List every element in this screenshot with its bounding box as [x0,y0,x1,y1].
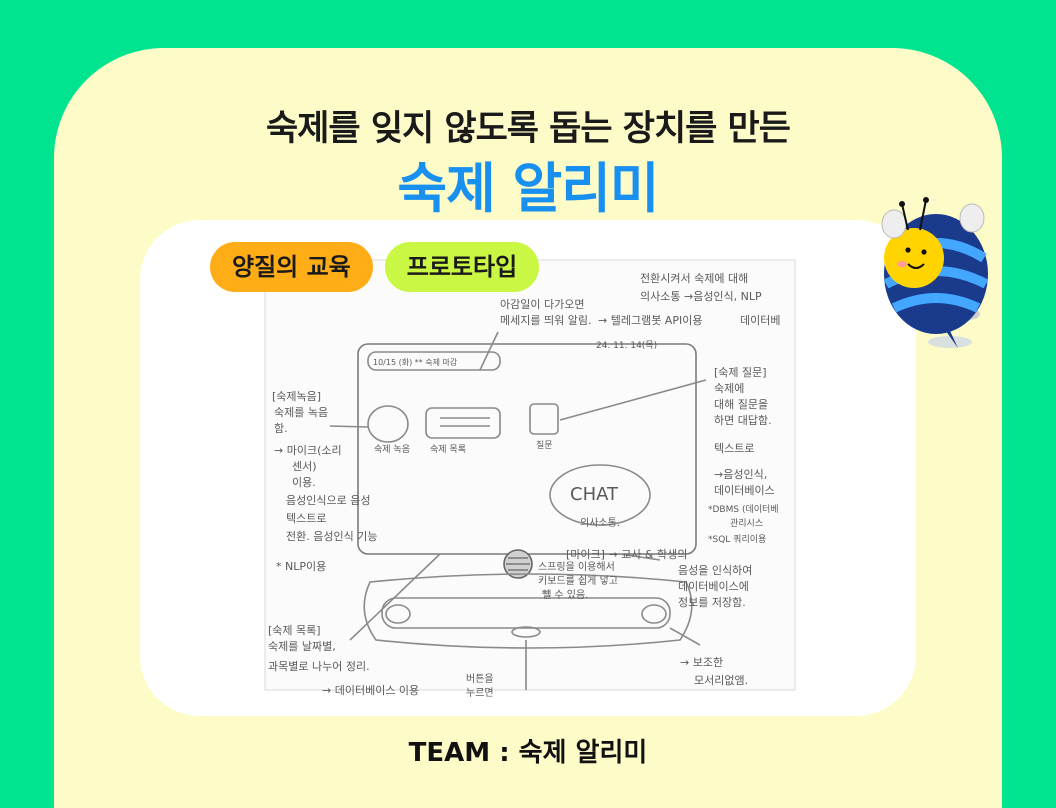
svg-text:숙제 녹음: 숙제 녹음 [374,444,410,455]
svg-text:전환시켜서 숙제에 대해: 전환시켜서 숙제에 대해 [640,271,748,285]
sketch-panel: 아감일이 다가오면 메세지를 띄워 알림. → 텔레그램봇 API이용 데이터베… [140,220,916,716]
svg-text:→ 마이크(소리: → 마이크(소리 [274,444,342,457]
svg-text:데이터베이스에: 데이터베이스에 [678,580,749,593]
svg-text:10/15 (화) ** 숙제 마감: 10/15 (화) ** 숙제 마감 [373,357,458,367]
svg-text:숙제에: 숙제에 [714,382,744,395]
svg-text:숙제를 녹음: 숙제를 녹음 [274,406,328,419]
svg-text:→음성인식,: →음성인식, [714,468,767,481]
svg-text:데이터베이스: 데이터베이스 [714,484,775,497]
svg-text:함.: 함. [274,422,288,435]
svg-text:* NLP이용: * NLP이용 [276,560,326,573]
page-title: 숙제 알리미 [397,157,659,220]
svg-text:*SQL 쿼리이용: *SQL 쿼리이용 [708,534,766,545]
svg-text:[숙제 목록]: [숙제 목록] [268,624,321,637]
subtitle: 숙제를 잊지 않도록 돕는 장치를 만든 [266,109,791,149]
svg-text:정보를 저장함.: 정보를 저장함. [678,596,746,609]
svg-text:숙제 목록: 숙제 목록 [430,444,466,455]
svg-text:[숙제 질문]: [숙제 질문] [714,366,767,379]
svg-text:[마이크] → 교사 & 학생의: [마이크] → 교사 & 학생의 [566,548,687,561]
svg-text:→ 보조한: → 보조한 [680,656,723,669]
svg-text:텍스트로: 텍스트로 [714,442,754,455]
bee-mascot-icon [881,197,989,348]
svg-text:전환. 음성인식 기능: 전환. 음성인식 기능 [286,530,377,543]
svg-text:*DBMS (데이터베: *DBMS (데이터베 [708,504,779,515]
svg-text:누르면: 누르면 [466,687,494,699]
svg-text:음성인식으로 음성: 음성인식으로 음성 [286,494,370,507]
svg-text:음성을 인식하여: 음성을 인식하여 [678,563,752,577]
svg-text:아감일이 다가오면: 아감일이 다가오면 [500,297,584,311]
svg-text:뺄 수 있음.: 뺄 수 있음. [542,589,588,601]
svg-text:[숙제녹음]: [숙제녹음] [272,390,321,403]
svg-text:데이터베: 데이터베 [740,314,780,327]
svg-text:→ 데이터베이스 이용: → 데이터베이스 이용 [322,684,419,697]
svg-text:의사소통.: 의사소통. [580,517,620,529]
svg-text:모서리없앰.: 모서리없앰. [694,674,748,687]
svg-text:숙제를 날짜별,: 숙제를 날짜별, [268,640,336,653]
svg-text:대해 질문을: 대해 질문을 [714,397,768,411]
tag-list: 양질의 교육 프로토타입 [210,242,540,292]
svg-text:과목별로 나누어 정리.: 과목별로 나누어 정리. [268,660,370,673]
svg-text:이용.: 이용. [292,476,316,489]
svg-text:텍스트로: 텍스트로 [286,512,326,525]
svg-text:24. 11. 14(목): 24. 11. 14(목) [596,340,657,351]
svg-text:스프링을 이용해서: 스프링을 이용해서 [538,560,615,573]
svg-text:센서): 센서) [292,460,317,473]
svg-text:→ 텔레그램봇 API이용: → 텔레그램봇 API이용 [598,314,702,327]
tag-quality-education: 양질의 교육 [210,242,373,292]
svg-text:키보드를 쉽게 넣고: 키보드를 쉽게 넣고 [538,575,618,587]
tag-prototype: 프로토타입 [384,242,540,292]
svg-text:의사소통 →음성인식, NLP: 의사소통 →음성인식, NLP [640,290,762,303]
svg-text:버튼을: 버튼을 [466,673,494,685]
team-label: TEAM : 숙제 알리미 [408,738,648,768]
svg-text:메세지를 띄워 알림.: 메세지를 띄워 알림. [500,313,591,327]
svg-text:질문: 질문 [536,439,553,451]
svg-text:관리시스: 관리시스 [730,518,763,529]
poster-card: 숙제를 잊지 않도록 돕는 장치를 만든 숙제 알리미 [54,48,1002,808]
svg-text:CHAT: CHAT [570,484,619,505]
prototype-sketch: 아감일이 다가오면 메세지를 띄워 알림. → 텔레그램봇 API이용 데이터베… [264,259,796,699]
svg-text:하면 대답함.: 하면 대답함. [714,413,772,427]
